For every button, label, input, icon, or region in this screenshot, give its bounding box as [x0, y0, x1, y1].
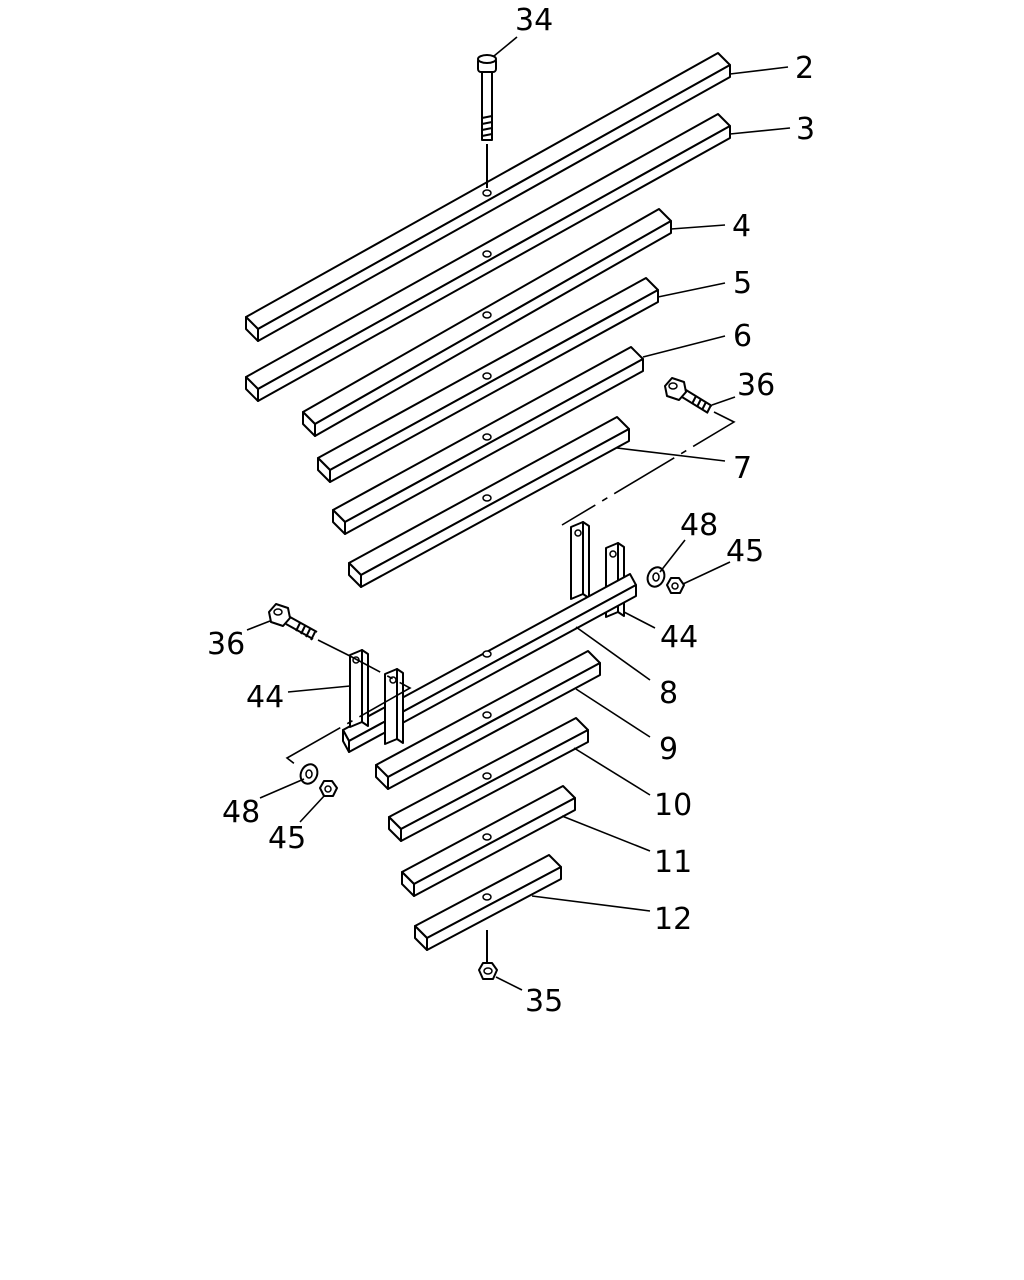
bolt-36-left: [268, 603, 318, 641]
label-45-right: 45: [726, 534, 764, 569]
nut-45-right: [666, 577, 685, 594]
label-34: 34: [515, 3, 553, 38]
leader-lines: [246, 36, 791, 991]
leaf-3: [245, 113, 731, 402]
washer-48-right: [646, 566, 666, 588]
label-4: 4: [732, 209, 751, 244]
nut-45-left: [319, 780, 338, 797]
label-48-right: 48: [680, 508, 718, 543]
leaf-11: [401, 785, 576, 897]
center-bolt-34: [477, 54, 497, 188]
label-35: 35: [525, 984, 563, 1019]
label-12: 12: [654, 902, 692, 937]
leaf-5: [317, 277, 659, 483]
left-bracket-44: [349, 649, 404, 745]
label-8: 8: [659, 676, 678, 711]
label-3: 3: [796, 112, 815, 147]
leaf-2: [245, 52, 731, 342]
leaf-9: [375, 650, 601, 790]
label-36-left: 36: [207, 627, 245, 662]
label-48-left: 48: [222, 795, 260, 830]
label-7: 7: [733, 451, 752, 486]
leaf-4: [302, 208, 672, 437]
bolt-axis-left: [285, 639, 412, 769]
label-11: 11: [654, 845, 692, 880]
leaf-10: [388, 717, 589, 842]
label-45-left: 45: [268, 821, 306, 856]
bolt-axis-right: [561, 411, 736, 526]
label-9: 9: [659, 732, 678, 767]
label-5: 5: [733, 266, 752, 301]
bolt-36-right: [664, 377, 713, 414]
washer-48-left: [299, 763, 319, 785]
label-44-right: 44: [660, 620, 698, 655]
label-6: 6: [733, 319, 752, 354]
leaf-6: [332, 346, 644, 535]
center-nut-35: [478, 930, 498, 980]
label-2: 2: [795, 51, 814, 86]
leaf-7: [348, 416, 630, 588]
leaf-8: [342, 573, 637, 753]
label-10: 10: [654, 788, 692, 823]
label-44-left: 44: [246, 680, 284, 715]
leaf-12: [414, 854, 562, 951]
label-36-right: 36: [737, 368, 775, 403]
